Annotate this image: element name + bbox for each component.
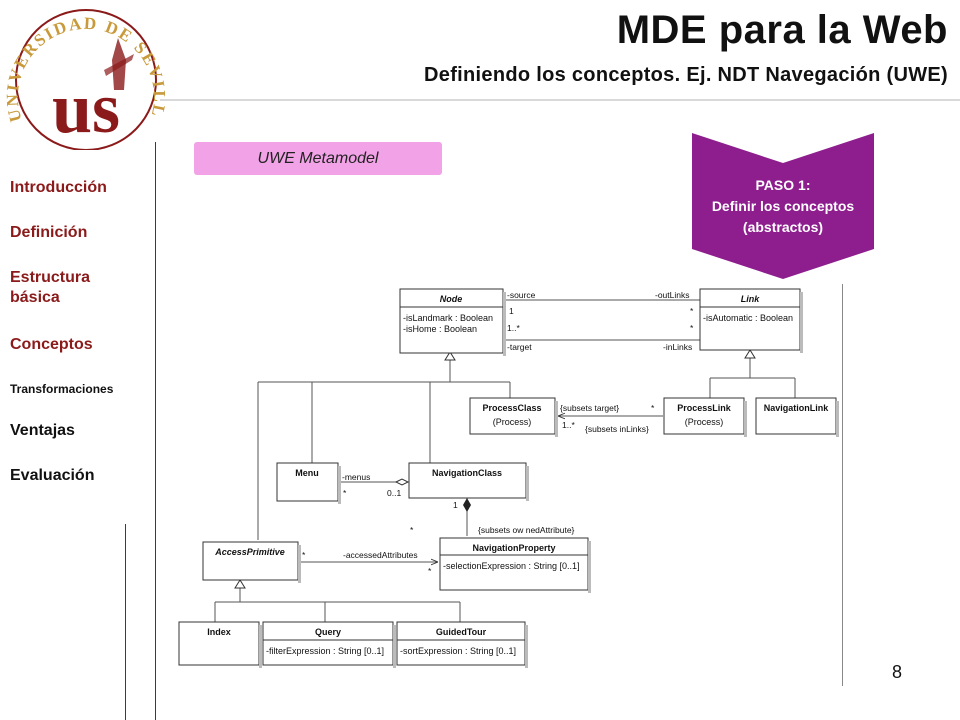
label-subsets-inlinks: {subsets inLinks} [585, 424, 649, 434]
class-navigationproperty: NavigationProperty [472, 543, 555, 553]
nav-item-ventajas[interactable]: Ventajas [10, 422, 75, 439]
label-accessed-attributes: -accessedAttributes [343, 550, 418, 560]
nav-item-estructura-basica[interactable]: Estructura básica [10, 269, 91, 306]
class-guidedtour: GuidedTour [436, 627, 487, 637]
class-menu: Menu [295, 468, 319, 478]
label-outlinks: -outLinks [655, 290, 690, 300]
attr-navigationproperty-1: -selectionExpression : String [0..1] [443, 561, 580, 571]
class-navigationclass: NavigationClass [432, 468, 502, 478]
stereo-processlink: (Process) [685, 417, 724, 427]
uwe-metamodel-diagram: Node -isLandmark : Boolean -isHome : Boo… [178, 288, 839, 668]
label-one-navclass: 1 [453, 500, 458, 510]
page-title: MDE para la Web [616, 8, 948, 52]
label-star-navclass: * [410, 525, 414, 535]
logo-monogram: us [52, 68, 120, 148]
nav-item-transformaciones[interactable]: Transformaciones [10, 382, 114, 396]
nav-item-evaluacion[interactable]: Evaluación [10, 467, 95, 484]
nav-item-conceptos[interactable]: Conceptos [10, 336, 93, 353]
class-accessprimitive: AccessPrimitive [214, 547, 285, 557]
label-oneStar-processclass: 1..* [562, 420, 575, 430]
header-divider [160, 99, 960, 101]
label-inlinks: -inLinks [663, 342, 692, 352]
metamodel-label: UWE Metamodel [194, 142, 442, 175]
label-menus: -menus [342, 472, 370, 482]
label-star-navproperty: * [428, 566, 432, 576]
class-query: Query [315, 627, 341, 637]
attr-node-1: -isLandmark : Boolean [403, 313, 493, 323]
label-star-accessprimitive: * [302, 550, 306, 560]
sidebar-divider [155, 142, 156, 720]
attr-node-2: -isHome : Boolean [403, 324, 477, 334]
step-line-3: (abstractos) [742, 219, 824, 235]
label-star-processlink: * [651, 403, 655, 413]
label-target: -target [507, 342, 532, 352]
attr-query-1: -filterExpression : String [0..1] [266, 646, 384, 656]
attr-link-1: -isAutomatic : Boolean [703, 313, 793, 323]
label-star-menu: * [343, 488, 347, 498]
class-processlink: ProcessLink [677, 403, 732, 413]
nav-item-introduccion[interactable]: Introducción [10, 179, 107, 196]
label-star-link-2: * [690, 323, 694, 333]
sidebar-divider-inner [125, 524, 126, 720]
label-star-link-1: * [690, 306, 694, 316]
label-source: -source [507, 290, 536, 300]
stereo-processclass: (Process) [493, 417, 532, 427]
step-chevron [692, 133, 874, 279]
label-oneStar-node: 1..* [507, 323, 520, 333]
class-node: Node [440, 294, 463, 304]
content-divider [842, 284, 843, 686]
class-link: Link [741, 294, 760, 304]
university-logo: UNIVERSIDAD DE SEVILLA us [0, 0, 167, 150]
page-number: 8 [892, 662, 903, 682]
label-one-node: 1 [509, 306, 514, 316]
nav-item-definicion[interactable]: Definición [10, 224, 88, 241]
label-subsets-target: {subsets target} [560, 403, 619, 413]
attr-guidedtour-1: -sortExpression : String [0..1] [400, 646, 516, 656]
class-index: Index [207, 627, 231, 637]
label-subsets-owned: {subsets ow nedAttribute} [478, 525, 575, 535]
step-text: PASO 1: Definir los conceptos (abstracto… [692, 175, 874, 238]
class-processclass: ProcessClass [482, 403, 541, 413]
class-navigationlink: NavigationLink [764, 403, 830, 413]
step-line-2: Definir los conceptos [711, 198, 855, 214]
step-line-1: PASO 1: [755, 177, 811, 193]
page-subtitle: Definiendo los conceptos. Ej. NDT Navega… [424, 64, 948, 86]
label-zeroone: 0..1 [387, 488, 401, 498]
